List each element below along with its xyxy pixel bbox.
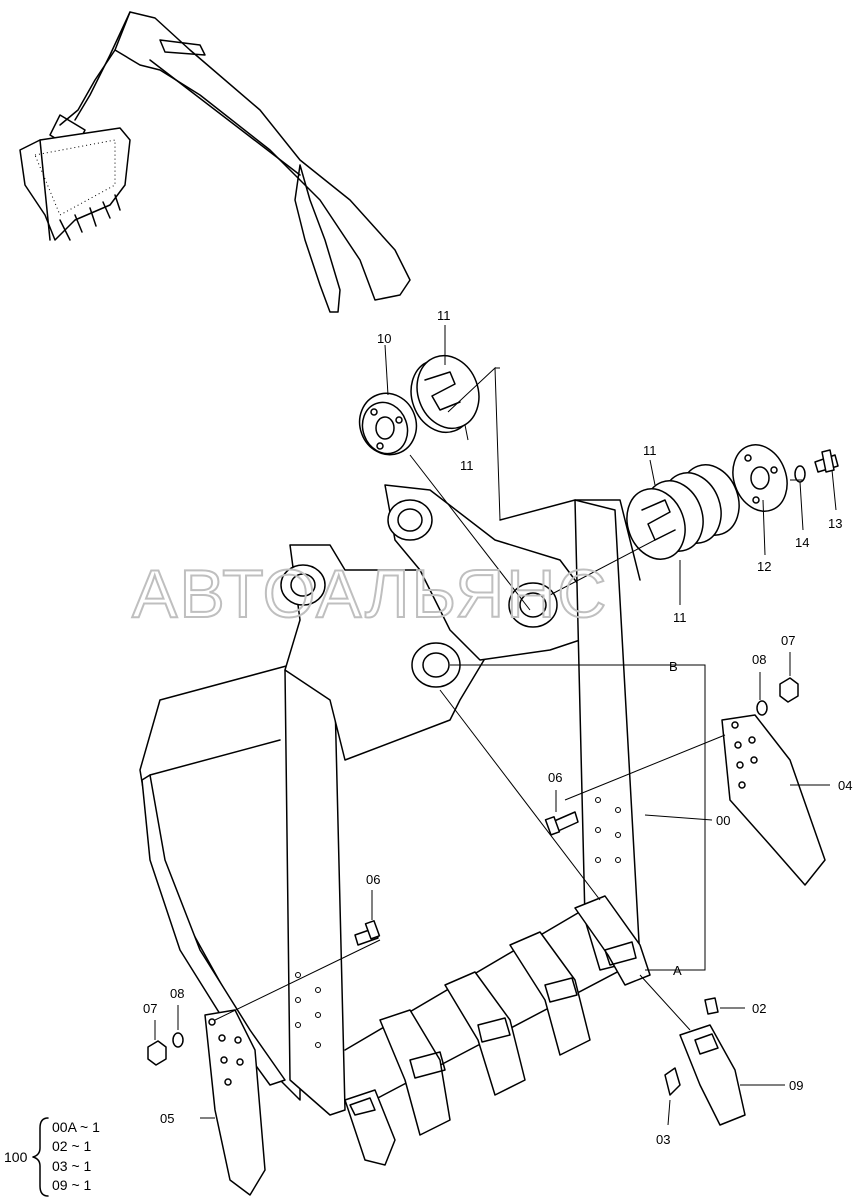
part-10-plate [358, 392, 418, 456]
label-06-lower: 06 [366, 872, 380, 887]
label-08-right: 08 [752, 652, 766, 667]
part-07-nut-right [779, 677, 799, 703]
kit-row-3: 03 ~ 1 [52, 1158, 92, 1174]
label-13: 13 [828, 516, 842, 531]
label-12: 12 [757, 559, 771, 574]
label-08-left: 08 [170, 986, 184, 1001]
part-06-bolt-upper [544, 811, 579, 836]
label-14: 14 [795, 535, 809, 550]
label-07-right: 07 [781, 633, 795, 648]
label-11-mid: 11 [460, 458, 474, 473]
label-11-right-bottom: 11 [673, 610, 687, 625]
part-04-side-cutter [721, 714, 826, 886]
kit-composition: 100 00A ~ 1 02 ~ 1 03 ~ 1 09 ~ 1 [4, 1117, 100, 1197]
label-00: 00 [716, 813, 730, 828]
part-09-tooth-point [679, 1024, 746, 1126]
tooth-1 [344, 1089, 396, 1166]
label-ref-b: B [669, 659, 678, 674]
part-02-pin [704, 997, 719, 1015]
part-08-washer-right [756, 700, 768, 716]
label-05: 05 [160, 1111, 174, 1126]
tooth-5 [574, 895, 651, 986]
part-08-washer-left [172, 1032, 184, 1048]
part-12-plate [732, 444, 788, 512]
label-11-right-top: 11 [643, 443, 657, 458]
part-11-shims-upper [410, 354, 480, 434]
tooth-4 [509, 931, 591, 1056]
label-ref-a: A [673, 963, 682, 978]
label-04: 04 [838, 778, 852, 793]
bucket-teeth [344, 895, 651, 1166]
kit-row-4: 09 ~ 1 [52, 1177, 92, 1193]
label-10: 10 [377, 331, 391, 346]
watermark-text: АВТОАЛЬЯНС [132, 556, 608, 632]
part-07-nut-left [147, 1040, 167, 1066]
tooth-3 [444, 971, 526, 1096]
label-02: 02 [752, 1001, 766, 1016]
part-06-bolt-lower [354, 920, 381, 946]
part-13-bolt [814, 449, 839, 473]
label-03: 03 [656, 1132, 670, 1147]
part-labels: 10 11 11 11 11 12 14 13 07 08 04 06 00 B… [143, 308, 852, 1147]
kit-number: 100 [4, 1149, 28, 1165]
label-11-top: 11 [437, 308, 451, 323]
bucket-body [139, 484, 641, 1116]
part-11-shims-right [626, 464, 740, 560]
label-09: 09 [789, 1078, 803, 1093]
kit-row-2: 02 ~ 1 [52, 1138, 92, 1154]
part-03-lock [664, 1067, 681, 1096]
leader-lines [154, 325, 837, 1126]
tooth-2 [379, 1009, 451, 1136]
kit-row-1: 00A ~ 1 [52, 1119, 100, 1135]
excavator-arm-thumbnail [19, 11, 411, 313]
part-05-side-cutter [204, 1009, 266, 1196]
label-07-left: 07 [143, 1001, 157, 1016]
label-06-upper: 06 [548, 770, 562, 785]
